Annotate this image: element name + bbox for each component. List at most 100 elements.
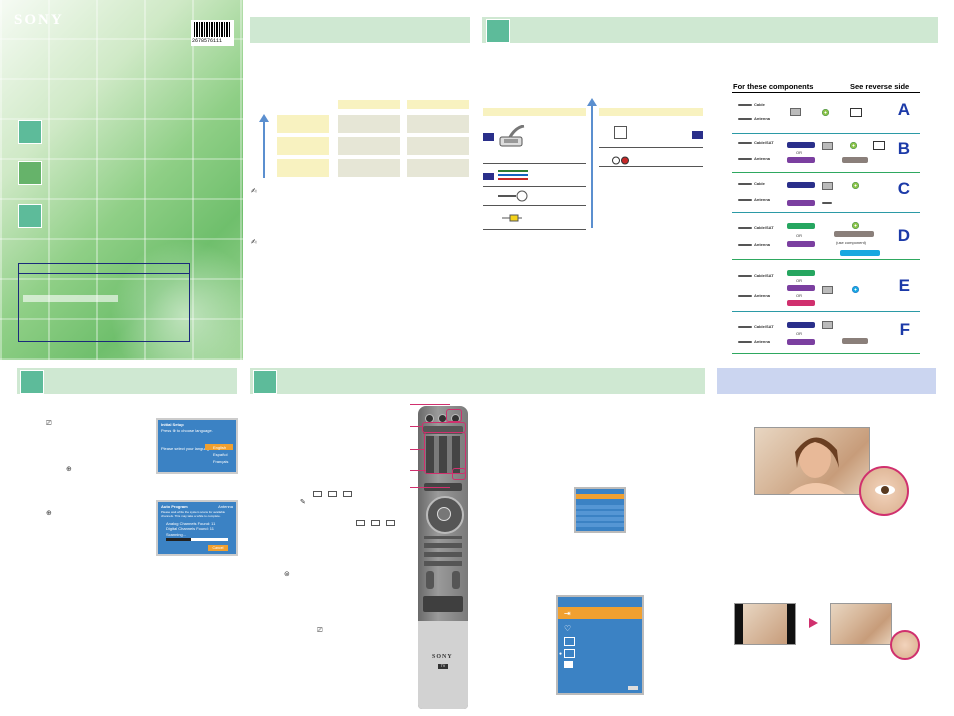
- language-option[interactable]: Español: [213, 452, 228, 457]
- remote-channel-rocker[interactable]: [452, 571, 460, 589]
- component-row-f: Cable/SAT Antenna OR F: [732, 314, 920, 354]
- cover-panel: SONY 2678576111: [0, 0, 243, 360]
- tv-power-icon: ⎚: [46, 420, 52, 427]
- av-receiver-icon: [842, 338, 868, 344]
- barcode-number: 2678576111: [192, 38, 223, 44]
- joystick-icon: ⊕: [66, 466, 72, 473]
- screen-title: Auto Program: [161, 504, 188, 509]
- remote-button-grid[interactable]: [424, 536, 462, 566]
- cable-divider: [483, 186, 586, 187]
- vcr-icon: [822, 142, 833, 150]
- contents-highlight: [23, 295, 118, 302]
- component-label: Antenna: [754, 197, 770, 202]
- remote-number-pad[interactable]: [426, 436, 460, 474]
- cable-icon: [738, 227, 752, 229]
- av-receiver-icon: [834, 231, 874, 237]
- contents-box: [18, 263, 190, 342]
- note-pencil-icon: ✍: [251, 239, 257, 246]
- arrow-right-icon: [809, 618, 818, 628]
- table-cell: [407, 137, 469, 155]
- row-separator: [732, 352, 920, 354]
- section-header-4: [250, 368, 705, 394]
- antenna-icon: [738, 295, 752, 297]
- audio-divider: [599, 166, 703, 167]
- remote-joystick-button[interactable]: [437, 507, 451, 521]
- component-row-d: Cable/SAT Antenna OR (use component) D: [732, 214, 920, 260]
- zoom-detail-circle: [859, 466, 909, 516]
- screen-corner-label: Antenna: [218, 504, 233, 509]
- component-label: Cable: [754, 102, 765, 107]
- step-2-box: [18, 161, 42, 185]
- hdmi-cable-icon: [496, 124, 526, 149]
- vcr-icon: [790, 108, 801, 116]
- or-label: OR: [796, 293, 802, 298]
- component-note: (use component): [836, 240, 867, 245]
- external-input-icon[interactable]: [564, 649, 575, 658]
- input-icon[interactable]: ⇥: [564, 609, 571, 618]
- remote-av-buttons[interactable]: [423, 596, 463, 612]
- callout-line: [410, 449, 424, 450]
- quality-axis-line: [263, 122, 265, 178]
- satellite-box-icon: [787, 339, 815, 345]
- or-label: OR: [796, 331, 802, 336]
- section-header-1: [250, 17, 470, 43]
- tv-icon[interactable]: [564, 637, 575, 646]
- section-2-step-box: [486, 19, 510, 43]
- screen-title: Initial Setup: [161, 422, 184, 427]
- section-3-step-box: [20, 370, 44, 394]
- dvd-icon: [852, 182, 859, 189]
- remote-volume-rocker[interactable]: [426, 571, 434, 589]
- dvd-icon: [822, 109, 829, 116]
- blue-device-icon: [840, 250, 880, 256]
- composite-cable-icon: [496, 210, 530, 222]
- home-menu-selected-row[interactable]: [558, 607, 642, 619]
- satellite-box-icon: [787, 157, 815, 163]
- table-row-header-2: [277, 137, 329, 155]
- component-label: Cable/SAT: [754, 273, 774, 278]
- rca-audio-jack-icon: [612, 152, 632, 165]
- component-label: Cable/SAT: [754, 324, 774, 329]
- language-option-selected[interactable]: English: [205, 444, 233, 450]
- s-video-cable-icon: [496, 189, 530, 202]
- component-label: Antenna: [754, 339, 770, 344]
- language-option[interactable]: Français: [213, 459, 229, 464]
- cancel-button[interactable]: Cancel: [208, 545, 228, 551]
- sony-logo: SONY: [14, 12, 64, 28]
- component-cable-icon: [496, 168, 530, 182]
- barcode-bars: [194, 22, 231, 37]
- set-top-box-icon: [787, 322, 815, 328]
- component-letter: C: [897, 179, 910, 198]
- table-row-header-1: [277, 115, 329, 133]
- highlight-enter: [452, 468, 466, 480]
- audio-divider: [599, 147, 703, 148]
- or-label: OR: [796, 150, 802, 155]
- row-separator: [732, 310, 920, 312]
- channels-found-analog: Analog Channels Found: 11: [166, 521, 216, 526]
- component-letter: E: [898, 276, 910, 295]
- letterbox-content: [743, 604, 787, 644]
- exit-button[interactable]: [628, 686, 638, 690]
- cable-box-icon: [787, 270, 815, 276]
- splitter-icon: [822, 202, 832, 204]
- component-label: Cable/SAT: [754, 140, 774, 145]
- initial-setup-screen: Initial Setup Press ⊕ to choose language…: [156, 418, 238, 474]
- vcr-icon: [822, 321, 833, 329]
- joystick-icon: ⊕: [46, 510, 52, 517]
- optical-jack-icon: [614, 126, 627, 139]
- favorites-heart-icon[interactable]: ♡: [564, 624, 572, 633]
- component-letter: A: [897, 100, 910, 119]
- callout-line: [410, 487, 450, 488]
- component-label: Cable: [754, 181, 765, 186]
- antenna-icon: [738, 118, 752, 120]
- vcr-icon: [822, 182, 833, 190]
- component-label: Antenna: [754, 116, 770, 121]
- signal-quality-axis: [591, 106, 593, 228]
- component-row-a: Cable Antenna A: [732, 94, 920, 134]
- settings-toolbox-icon[interactable]: [564, 661, 573, 668]
- hd-disc-icon: [852, 286, 859, 293]
- cover-lens-flare: [110, 240, 243, 360]
- antenna-icon: [738, 199, 752, 201]
- component-label: Antenna: [754, 242, 770, 247]
- remote-input-row[interactable]: [423, 426, 463, 434]
- inline-button-icons: [313, 484, 358, 497]
